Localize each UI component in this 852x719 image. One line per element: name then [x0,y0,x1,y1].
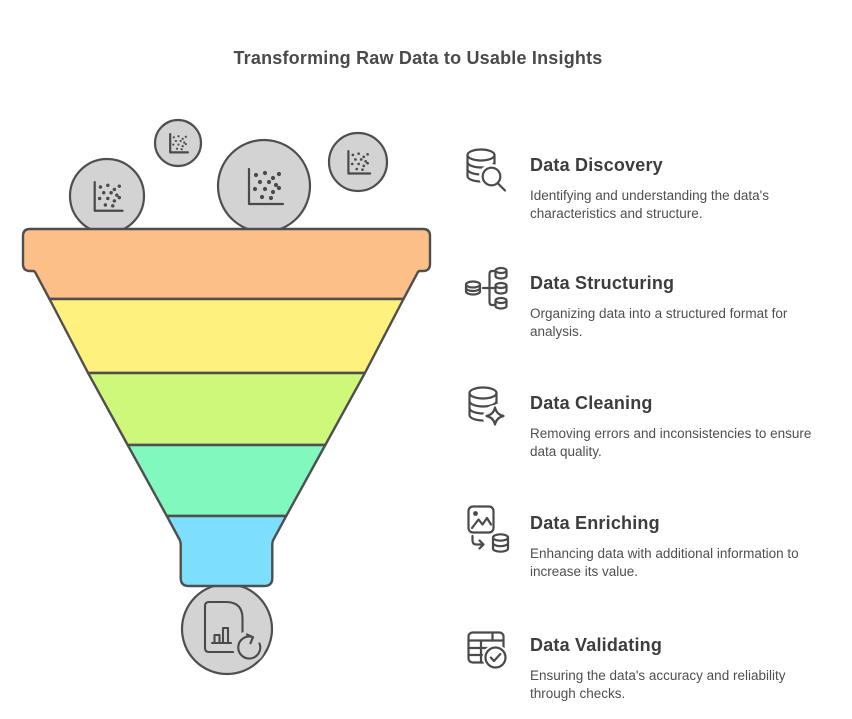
raw-data-bubble [68,157,146,235]
funnel-stage-4 [126,443,327,518]
step-description: Ensuring the data's accuracy and reliabi… [530,668,786,701]
funnel-stage-5 [165,514,288,588]
step-title: Data Structuring [530,273,675,293]
report-refresh-icon [203,600,265,663]
step-title: Data Cleaning [530,393,653,413]
database-search-icon [462,145,512,195]
step-description: Organizing data into a structured format… [530,306,788,339]
step-title: Data Discovery [530,155,663,175]
funnel-stage-1 [21,227,432,301]
step-title: Data Validating [530,635,663,655]
step-data-discovery: Data Discovery Identifying and understan… [462,145,834,222]
funnel-diagram [21,118,432,676]
table-check-icon [462,625,512,675]
database-sparkle-icon [462,383,512,433]
funnel-stage-2 [48,297,405,375]
step-title: Data Enriching [530,513,660,533]
database-tree-icon [462,263,512,313]
funnel-stage-3 [86,371,367,447]
funnel-stages [21,227,432,588]
step-description: Removing errors and inconsistencies to e… [530,426,812,459]
raw-data-bubble [153,118,203,168]
step-data-validating: Data Validating Ensuring the data's accu… [462,625,834,702]
step-data-enriching: Data Enriching Enhancing data with addit… [462,503,834,580]
step-description: Enhancing data with additional informati… [530,546,799,579]
image-to-database-icon [462,503,512,553]
step-data-structuring: Data Structuring Organizing data into a … [462,263,834,340]
raw-data-bubble [216,138,312,234]
raw-data-bubble [327,131,389,193]
insight-bubble [180,582,274,676]
step-data-cleaning: Data Cleaning Removing errors and incons… [462,383,834,460]
step-description: Identifying and understanding the data's… [530,188,770,221]
page-title: Transforming Raw Data to Usable Insights [233,48,603,68]
